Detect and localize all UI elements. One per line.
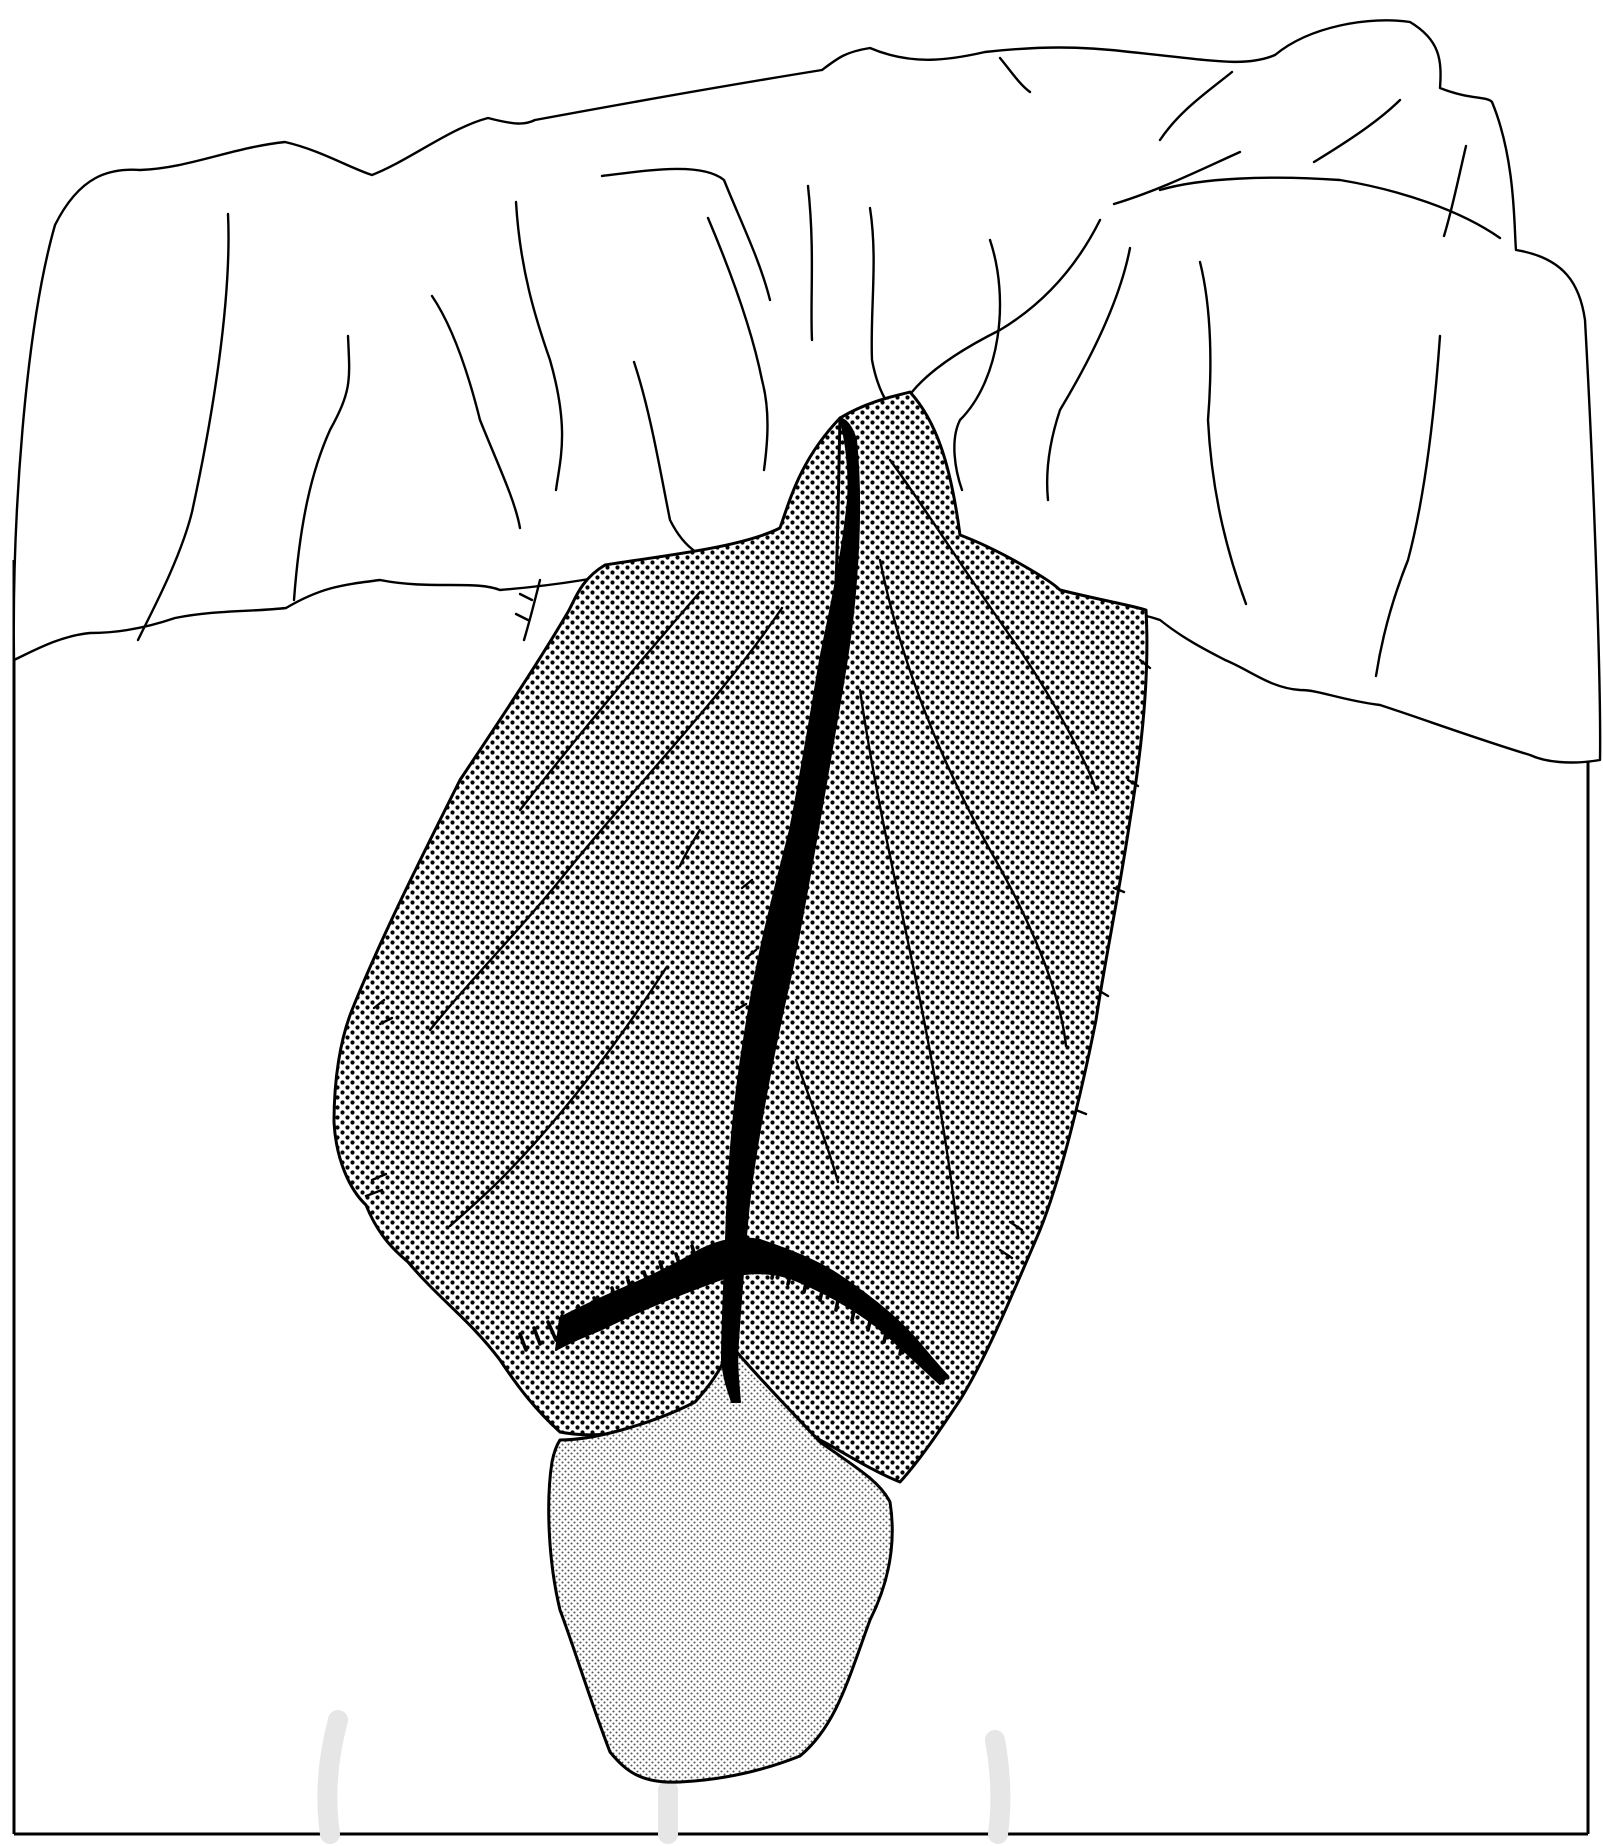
ghost-mark	[995, 1740, 1000, 1834]
ghost-mark	[327, 1720, 338, 1834]
sutured-flaps	[334, 392, 1150, 1782]
